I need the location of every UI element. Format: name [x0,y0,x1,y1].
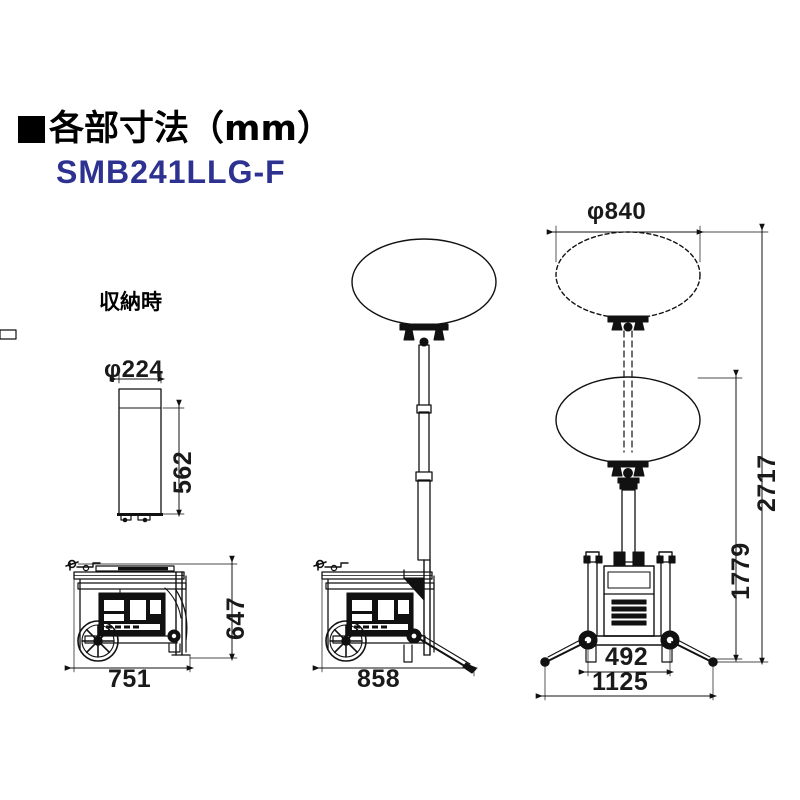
dim-cart-width-folded: 751 [108,665,152,693]
filled-square-icon [18,116,45,143]
dim-frame-width: 492 [605,643,649,671]
dim-stored-diameter: φ224 [104,356,164,383]
dim-balloon-diameter: φ840 [587,198,647,225]
dim-mast-height-low: 1779 [727,542,755,600]
dim-cart-height-folded: 647 [222,596,250,640]
front-view-drawing [535,223,769,701]
dim-stored-height: 562 [169,450,197,494]
stored-cylinder-drawing [109,371,185,523]
header: 各部寸法（mm） SMB241LLG-F [18,112,518,188]
dim-outrigger-span: 1125 [592,668,649,696]
cart-folded-drawing [64,555,238,673]
model-number: SMB241LLG-F [56,154,286,190]
page-title-row: 各部寸法（mm） [18,112,518,147]
page-title: 各部寸法（mm） [49,109,332,149]
dim-cart-width-deployed: 858 [357,665,401,693]
dim-mast-height-high: 2717 [753,454,781,512]
stored-state-label: 収納時 [99,290,162,314]
